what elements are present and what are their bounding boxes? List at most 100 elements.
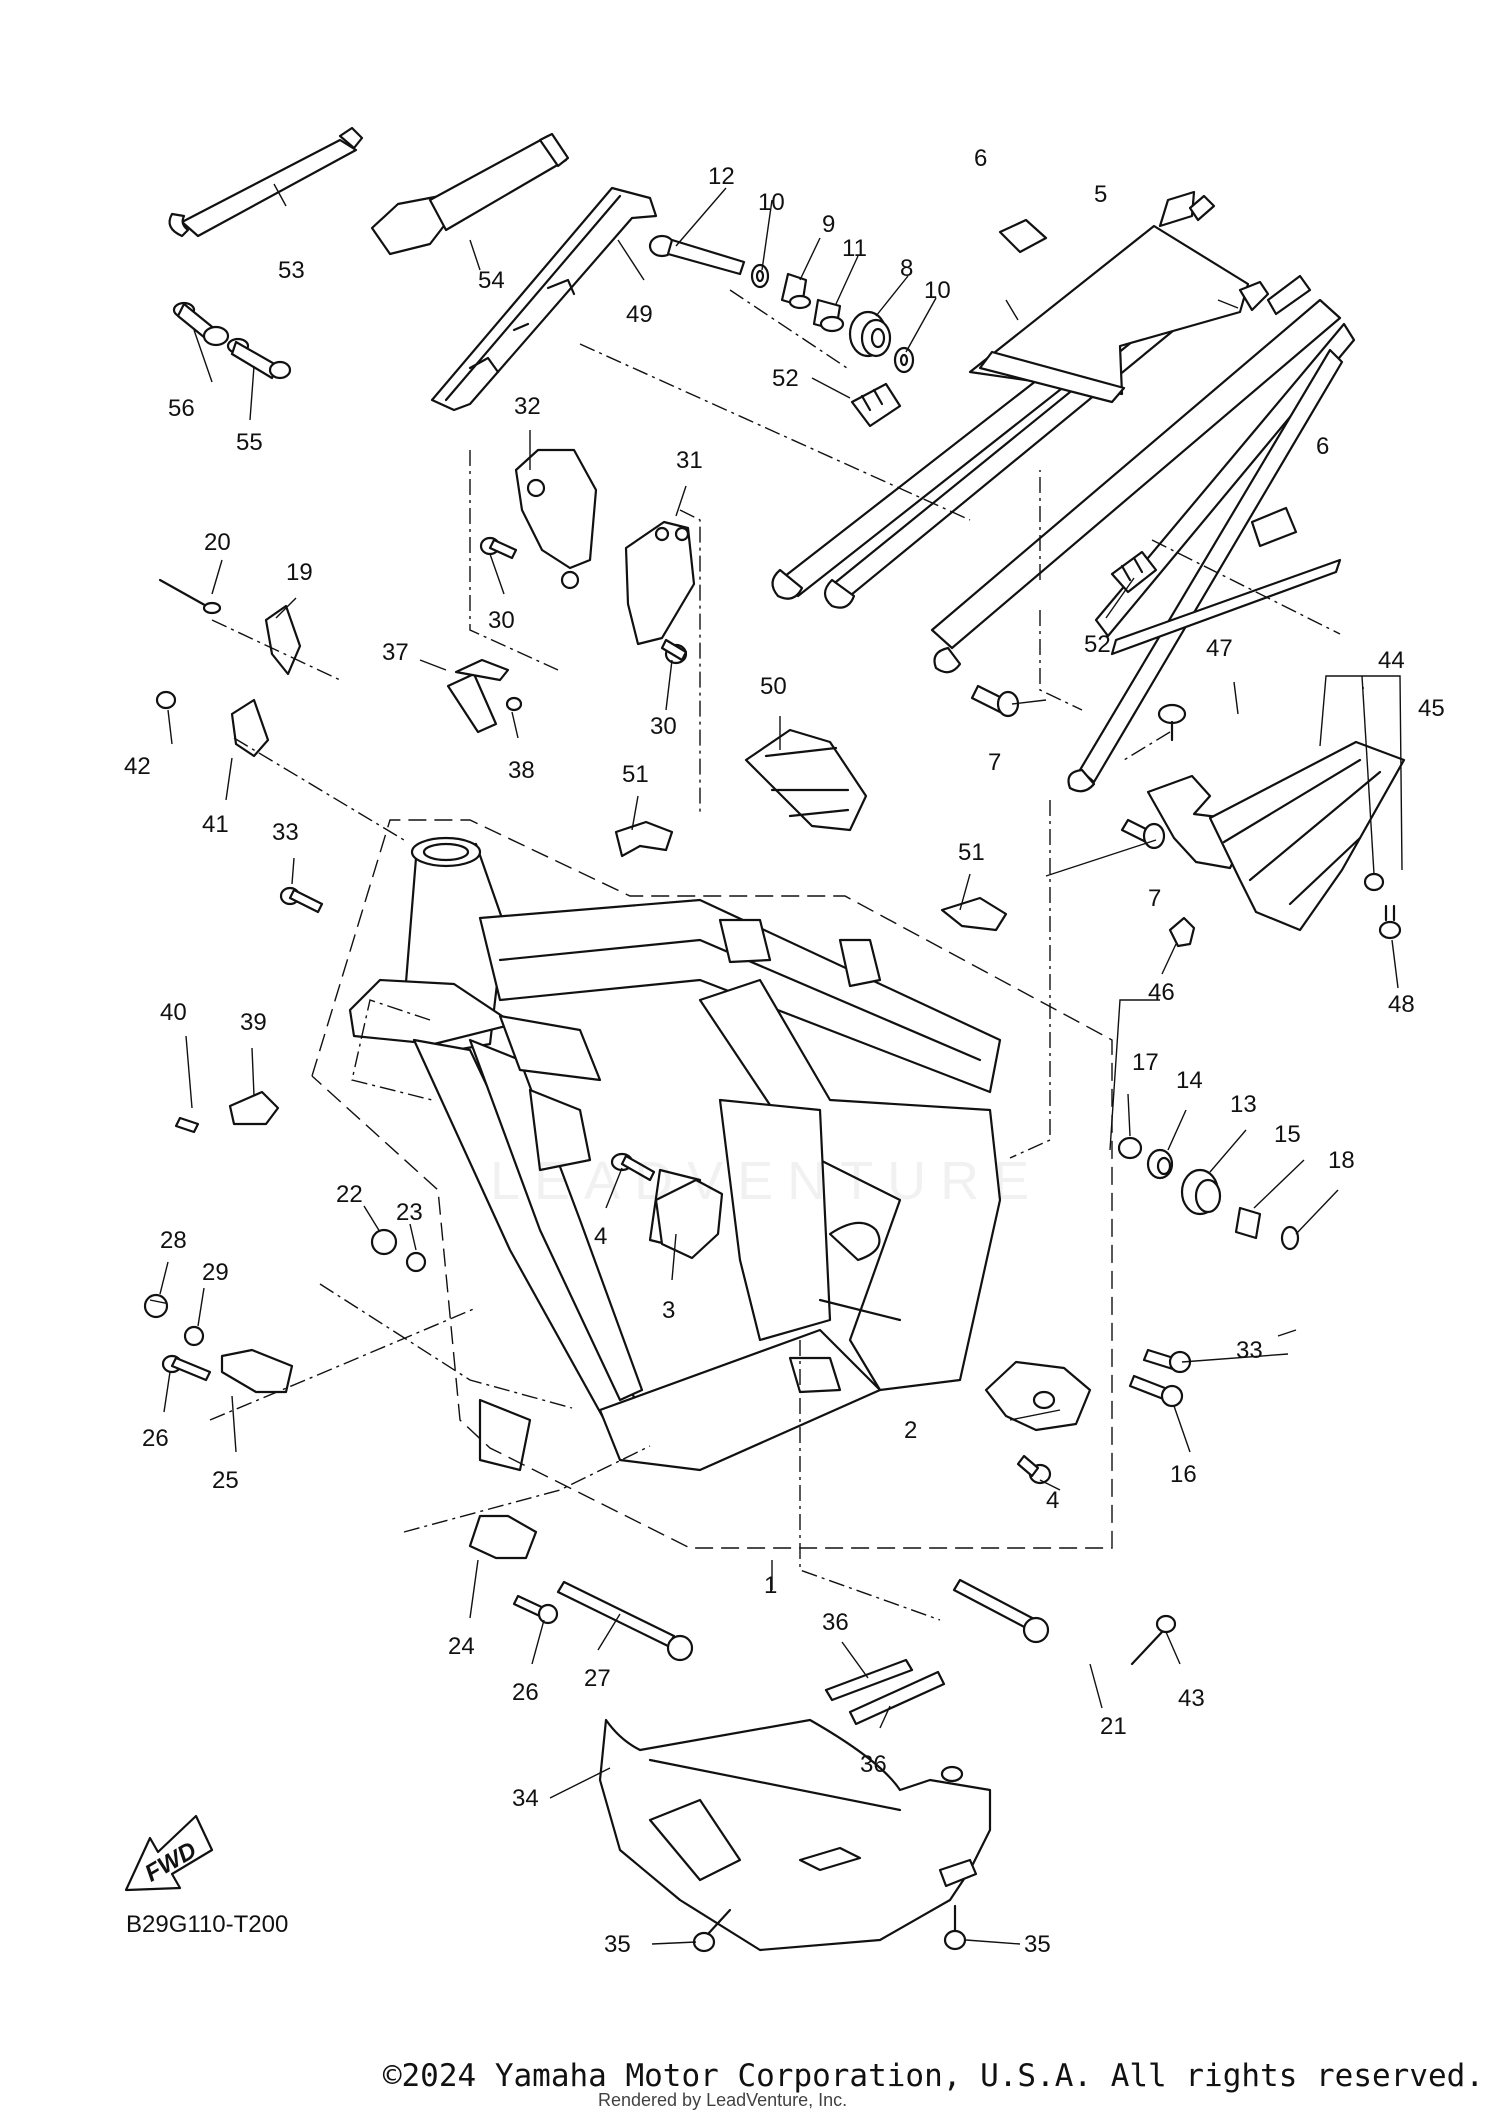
bolt-26a (161, 1354, 212, 1382)
pin-43 (1130, 1614, 1177, 1666)
label-41: 41 (202, 811, 229, 838)
label-15: 15 (1274, 1121, 1301, 1148)
label-1: 1 (764, 1572, 777, 1599)
label-28: 28 (160, 1227, 187, 1254)
washer-29 (183, 1325, 205, 1347)
bearing-8 (848, 310, 892, 358)
label-16: 16 (1170, 1461, 1197, 1488)
label-32: 32 (514, 393, 541, 420)
washer-18 (1280, 1225, 1300, 1251)
label-42: 42 (124, 753, 151, 780)
label-54: 54 (478, 267, 505, 294)
label-44: 44 (1378, 647, 1405, 674)
collar-15 (1234, 1206, 1262, 1240)
label-34: 34 (512, 1785, 539, 1812)
bolt-4b (1016, 1454, 1052, 1485)
label-55: 55 (236, 429, 263, 456)
label-30b: 30 (650, 713, 677, 740)
label-52a: 52 (772, 365, 799, 392)
label-43: 43 (1178, 1685, 1205, 1712)
label-51b: 51 (958, 839, 985, 866)
nut-17 (1117, 1136, 1143, 1160)
pad-36b (848, 1670, 946, 1726)
bracket-19 (264, 604, 302, 676)
bolt-30a (479, 536, 518, 560)
pin-20 (158, 578, 222, 615)
label-33a: 33 (272, 819, 299, 846)
plate-32 (514, 448, 598, 590)
label-19: 19 (286, 559, 313, 586)
plate-31 (624, 520, 696, 646)
bolt-27 (556, 1580, 694, 1662)
wrench-tool-53 (168, 126, 364, 238)
label-40: 40 (160, 999, 187, 1026)
bolt-33b (1142, 1348, 1192, 1374)
main-frame-1 (348, 836, 1002, 1472)
label-22: 22 (336, 1181, 363, 1208)
watermark: LEADVENTURE (490, 1151, 1044, 1211)
label-50: 50 (760, 673, 787, 700)
label-4a: 4 (594, 1223, 607, 1250)
skid-plate-34 (598, 1718, 992, 1952)
label-35b: 35 (1024, 1931, 1051, 1958)
bolt-33a (279, 886, 324, 914)
label-39: 39 (240, 1009, 267, 1036)
label-51a: 51 (622, 761, 649, 788)
washer-23 (405, 1251, 427, 1273)
copyright-notice: ©2024 Yamaha Motor Corporation, U.S.A. A… (382, 2058, 1484, 2094)
collar-11 (812, 298, 845, 333)
clip-51b (940, 896, 1008, 932)
collar-14 (1146, 1148, 1174, 1180)
label-38: 38 (508, 757, 535, 784)
label-21: 21 (1100, 1713, 1127, 1740)
nut-28 (143, 1293, 169, 1319)
label-33b: 33 (1236, 1337, 1263, 1364)
fwd-arrow-icon: FWD (124, 1814, 214, 1892)
chain-guard-50 (744, 728, 868, 832)
label-35a: 35 (604, 1931, 631, 1958)
label-14: 14 (1176, 1067, 1203, 1094)
label-8: 8 (900, 255, 913, 282)
sticker-6b (1250, 506, 1298, 548)
bracket-49 (430, 186, 658, 412)
bolt-26b (512, 1594, 559, 1625)
rendered-by-notice: Rendered by LeadVenture, Inc. (598, 2090, 848, 2110)
label-29: 29 (202, 1259, 229, 1286)
washer-45 (1363, 872, 1385, 892)
label-6b: 6 (1316, 433, 1329, 460)
label-13: 13 (1230, 1091, 1257, 1118)
bracket-24 (468, 1514, 538, 1560)
label-7a: 7 (988, 749, 1001, 776)
label-6a: 6 (974, 145, 987, 172)
nut-22 (370, 1228, 398, 1256)
label-47: 47 (1206, 635, 1233, 662)
label-2: 2 (904, 1417, 917, 1444)
bolt-21 (952, 1578, 1050, 1644)
label-7b: 7 (1148, 885, 1161, 912)
bolt-4a (610, 1152, 656, 1182)
clip-52b (1110, 550, 1158, 594)
bolt-40 (174, 1116, 200, 1134)
bolt-55 (226, 337, 292, 380)
bolt-48 (1378, 904, 1402, 940)
label-30a: 30 (488, 607, 515, 634)
clip-37 (446, 658, 510, 734)
bracket-25 (220, 1348, 294, 1394)
label-3: 3 (662, 1297, 675, 1324)
label-10b: 10 (924, 277, 951, 304)
label-49: 49 (626, 301, 653, 328)
label-45: 45 (1418, 695, 1445, 722)
label-53: 53 (278, 257, 305, 284)
bolt-35b (943, 1904, 967, 1951)
label-52b: 52 (1084, 631, 1111, 658)
washer-10b (893, 346, 915, 374)
label-37: 37 (382, 639, 409, 666)
label-23: 23 (396, 1199, 423, 1226)
label-36a: 36 (822, 1609, 849, 1636)
screw-38 (505, 696, 523, 712)
label-12: 12 (708, 163, 735, 190)
callout-labels: 1 2 3 4 4 5 6 6 7 7 8 9 10 10 11 12 13 1… (124, 145, 1445, 1958)
label-11: 11 (842, 235, 867, 262)
bracket-41 (230, 698, 270, 758)
